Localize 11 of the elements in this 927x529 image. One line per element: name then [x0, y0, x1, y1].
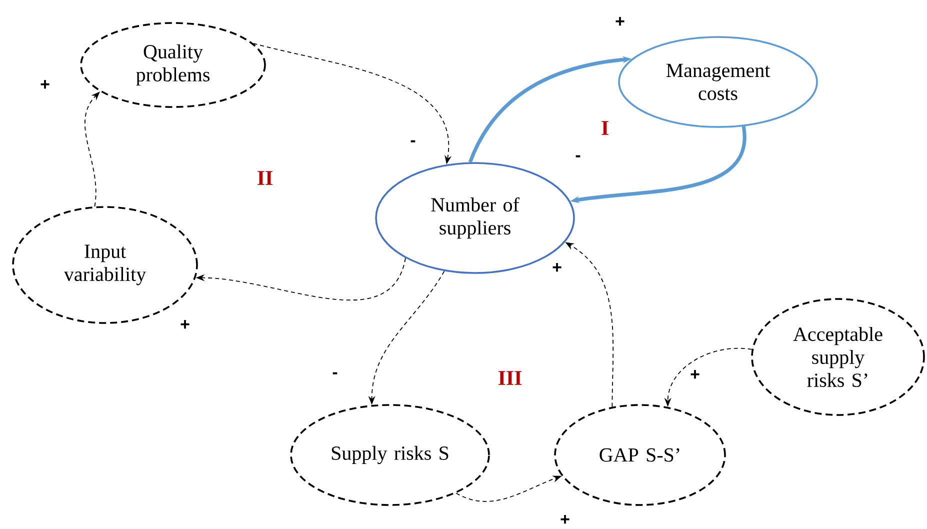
polarity-sign: +	[690, 370, 700, 379]
loop-number: II	[258, 171, 272, 185]
loop-number: I	[602, 121, 608, 135]
polarity-sign: -	[332, 372, 338, 374]
polarity-sign: +	[552, 263, 562, 272]
loop-number: III	[498, 371, 522, 385]
polarity-sign: +	[616, 17, 624, 26]
polarity-sign: +	[560, 515, 570, 524]
polarity-sign: +	[40, 80, 50, 89]
polarity-sign: -	[576, 155, 580, 158]
polarity-sign: -	[410, 140, 416, 142]
